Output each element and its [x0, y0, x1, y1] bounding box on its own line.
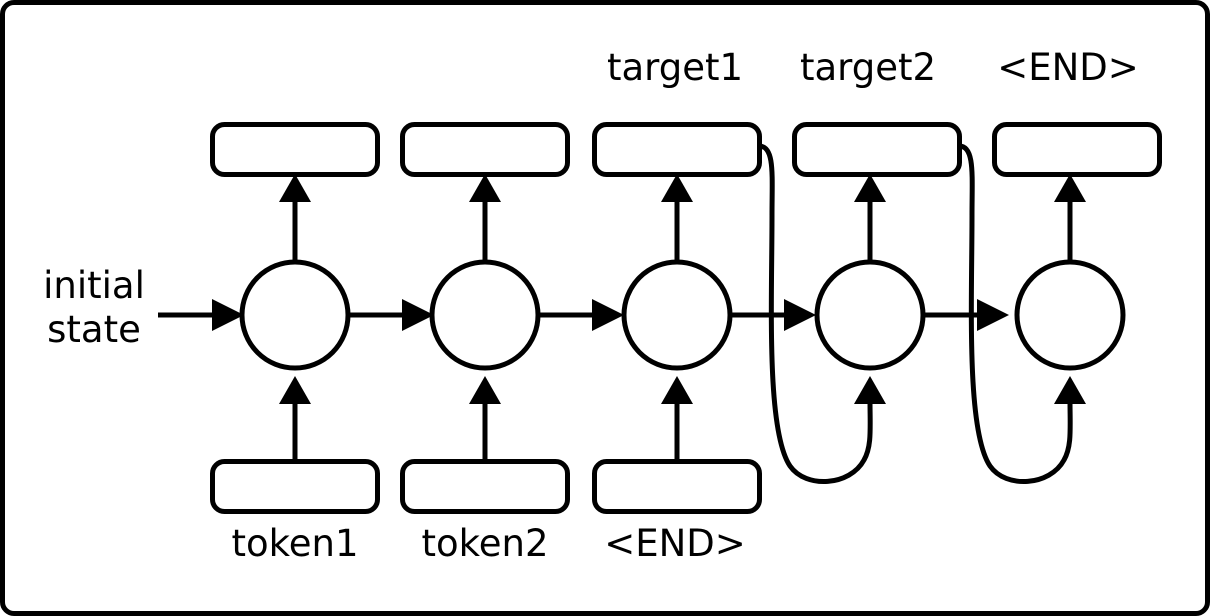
- rnn-cell-3: [621, 259, 733, 371]
- feedback-curve-3-to-4: [758, 143, 886, 485]
- rnn-cell-2: [429, 259, 541, 371]
- rnn-cell-4: [814, 259, 926, 371]
- top-label-target2: target2: [799, 46, 937, 89]
- output-box-4: [792, 122, 962, 177]
- top-label-end: <END>: [997, 46, 1139, 89]
- column-3: [592, 122, 886, 514]
- input-to-cell-arrow-3: [661, 376, 693, 459]
- cell-to-output-arrow-4: [854, 174, 886, 262]
- cell-to-output-arrow-5: [1054, 174, 1086, 262]
- output-box-5: [992, 122, 1162, 177]
- cell-to-cell-arrow-3-4: [730, 299, 816, 331]
- input-box-3: [592, 459, 762, 514]
- output-box-3: [592, 122, 762, 177]
- cell-to-cell-arrow-1-2: [348, 299, 434, 331]
- cell-to-cell-arrow-4-5: [923, 299, 1009, 331]
- cell-to-output-arrow-3: [661, 174, 693, 262]
- bottom-label-token1: token1: [231, 522, 359, 565]
- rnn-cell-5: [1014, 259, 1126, 371]
- top-label-target1: target1: [606, 46, 744, 89]
- input-box-1: [210, 459, 380, 514]
- cell-to-cell-arrow-2-3: [538, 299, 624, 331]
- input-box-2: [400, 459, 570, 514]
- column-1: [210, 122, 434, 514]
- output-box-2: [400, 122, 570, 177]
- bottom-label-token2: token2: [421, 522, 549, 565]
- column-2: [400, 122, 624, 514]
- initial-state-arrow: [158, 299, 244, 331]
- cell-to-output-arrow-2: [469, 174, 501, 262]
- feedback-curve-4-to-5: [958, 143, 1086, 485]
- bottom-label-end: <END>: [604, 522, 746, 565]
- column-4: [792, 122, 1086, 485]
- rnn-cell-1: [239, 259, 351, 371]
- output-box-1: [210, 122, 380, 177]
- cell-to-output-arrow-1: [279, 174, 311, 262]
- column-5: [992, 122, 1162, 371]
- input-to-cell-arrow-2: [469, 376, 501, 459]
- initial-state-label: initial state: [43, 264, 145, 351]
- input-to-cell-arrow-1: [279, 376, 311, 459]
